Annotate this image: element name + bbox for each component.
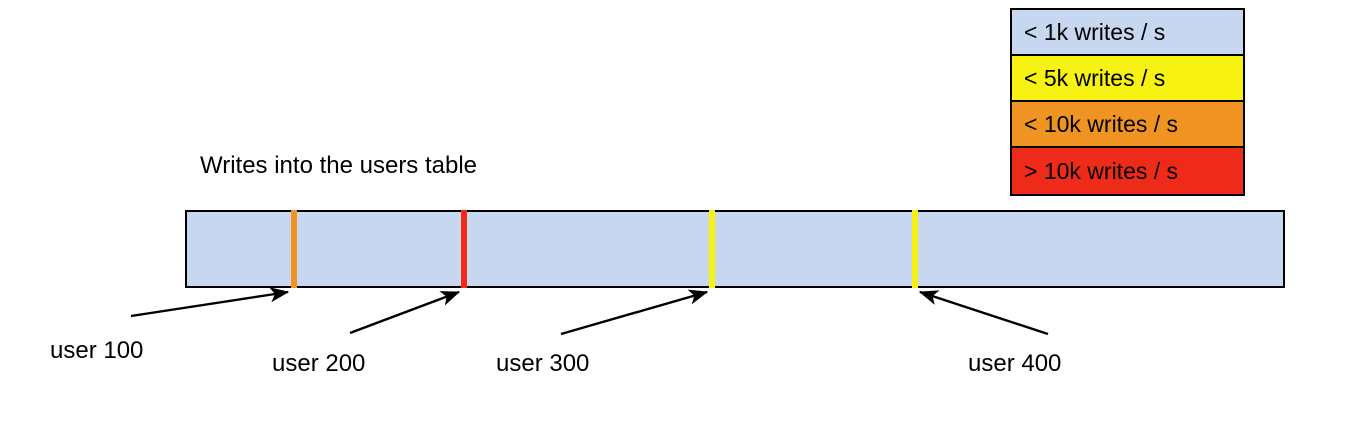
legend-row-under-5k: < 5k writes / s	[1012, 56, 1243, 102]
label-user-200: user 200	[272, 350, 366, 377]
label-user-400: user 400	[968, 350, 1062, 377]
marker-user-300	[709, 210, 715, 288]
marker-user-400	[912, 210, 918, 288]
leader-line-user-400	[918, 290, 1049, 336]
legend-row-under-1k: < 1k writes / s	[1012, 10, 1243, 56]
legend-row-over-10k: > 10k writes / s	[1012, 148, 1243, 194]
keyspace-bar-base	[185, 210, 1285, 288]
legend-row-under-10k: < 10k writes / s	[1012, 102, 1243, 148]
label-user-300: user 300	[496, 350, 590, 377]
leader-line-user-200	[349, 290, 461, 335]
legend-label-under-5k: < 5k writes / s	[1024, 64, 1166, 91]
leader-line-user-100	[130, 287, 290, 318]
label-user-100: user 100	[50, 337, 144, 364]
keyspace-bar	[185, 210, 1285, 288]
legend: < 1k writes / s < 5k writes / s < 10k wr…	[1010, 8, 1245, 196]
legend-label-under-1k: < 1k writes / s	[1024, 18, 1166, 45]
chart-title: Writes into the users table	[200, 152, 478, 179]
marker-user-200	[461, 210, 467, 288]
leader-line-user-300	[560, 289, 709, 336]
legend-label-over-10k: > 10k writes / s	[1024, 157, 1179, 184]
marker-user-100	[291, 210, 297, 288]
legend-label-under-10k: < 10k writes / s	[1024, 110, 1179, 137]
